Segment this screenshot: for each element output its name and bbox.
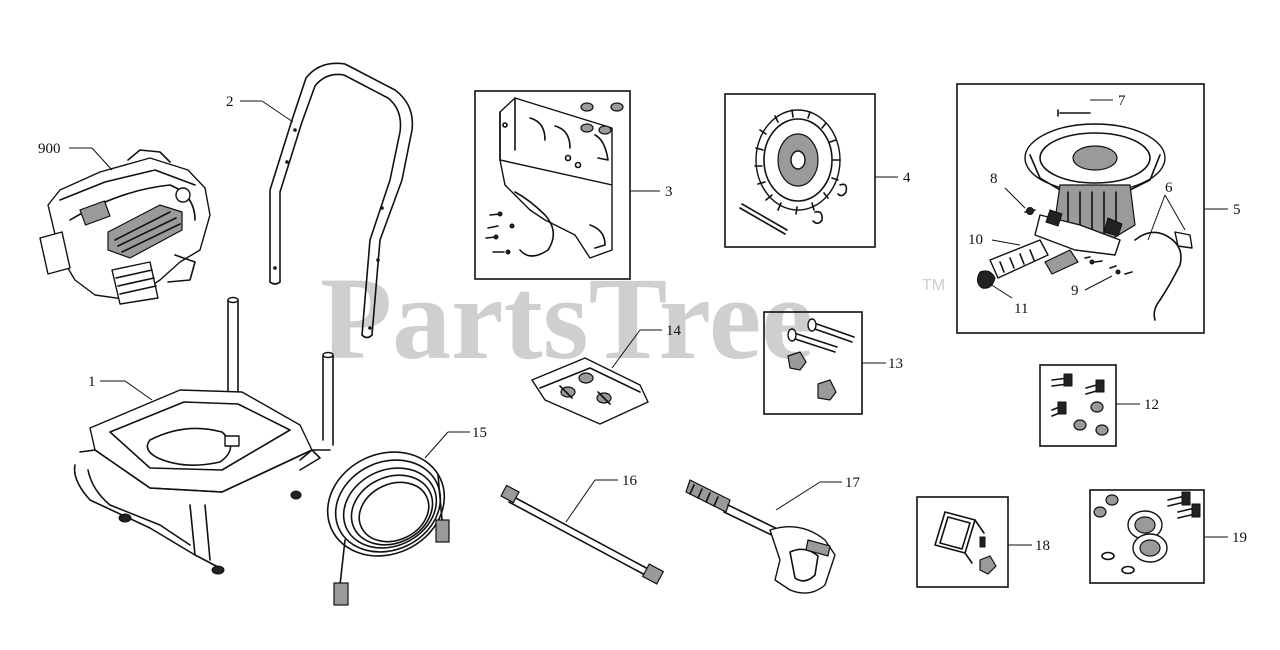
- callout-13: 13: [888, 356, 903, 372]
- watermark: PartsTree: [320, 253, 814, 384]
- part-14-hardware-bag[interactable]: [531, 357, 649, 425]
- part-4-box[interactable]: [724, 93, 876, 248]
- part-19-wheel-hardware[interactable]: [1093, 491, 1201, 575]
- callout-10: 10: [968, 232, 983, 248]
- callout-2: 2: [226, 94, 234, 110]
- callout-4: 4: [903, 170, 911, 186]
- part-2-handle[interactable]: [269, 62, 414, 339]
- callout-7: 7: [1118, 93, 1126, 109]
- part-12-box[interactable]: [1039, 364, 1117, 447]
- part-16-wand[interactable]: [500, 484, 665, 585]
- part-18-hook[interactable]: [934, 511, 997, 575]
- callout-8: 8: [990, 171, 998, 187]
- callout-12: 12: [1144, 397, 1159, 413]
- callout-11: 11: [1014, 301, 1028, 317]
- callout-18: 18: [1035, 538, 1050, 554]
- part-4-wheel[interactable]: [739, 109, 848, 235]
- callout-3: 3: [665, 184, 673, 200]
- callout-9: 9: [1071, 283, 1079, 299]
- callout-17: 17: [845, 475, 861, 491]
- part-900-engine[interactable]: [39, 149, 211, 305]
- part-18-box[interactable]: [916, 496, 1009, 588]
- part-17-spray-gun[interactable]: [685, 479, 836, 594]
- part-3-bracket[interactable]: [485, 97, 624, 259]
- callout-5: 5: [1233, 202, 1241, 218]
- watermark-trademark: TM: [922, 277, 945, 294]
- part-3-box[interactable]: [474, 90, 631, 280]
- callout-14: 14: [666, 323, 682, 339]
- part-1-frame[interactable]: [73, 296, 334, 575]
- part-15-hose[interactable]: [310, 433, 461, 606]
- part-12-hardware[interactable]: [1051, 373, 1109, 436]
- callout-6: 6: [1165, 180, 1173, 196]
- callout-15: 15: [472, 425, 487, 441]
- callout-900: 900: [38, 141, 61, 157]
- part-13-bolts[interactable]: [787, 318, 855, 401]
- callout-16: 16: [622, 473, 638, 489]
- callout-19: 19: [1232, 530, 1247, 546]
- callout-1: 1: [88, 374, 96, 390]
- part-5-pump[interactable]: [976, 109, 1193, 321]
